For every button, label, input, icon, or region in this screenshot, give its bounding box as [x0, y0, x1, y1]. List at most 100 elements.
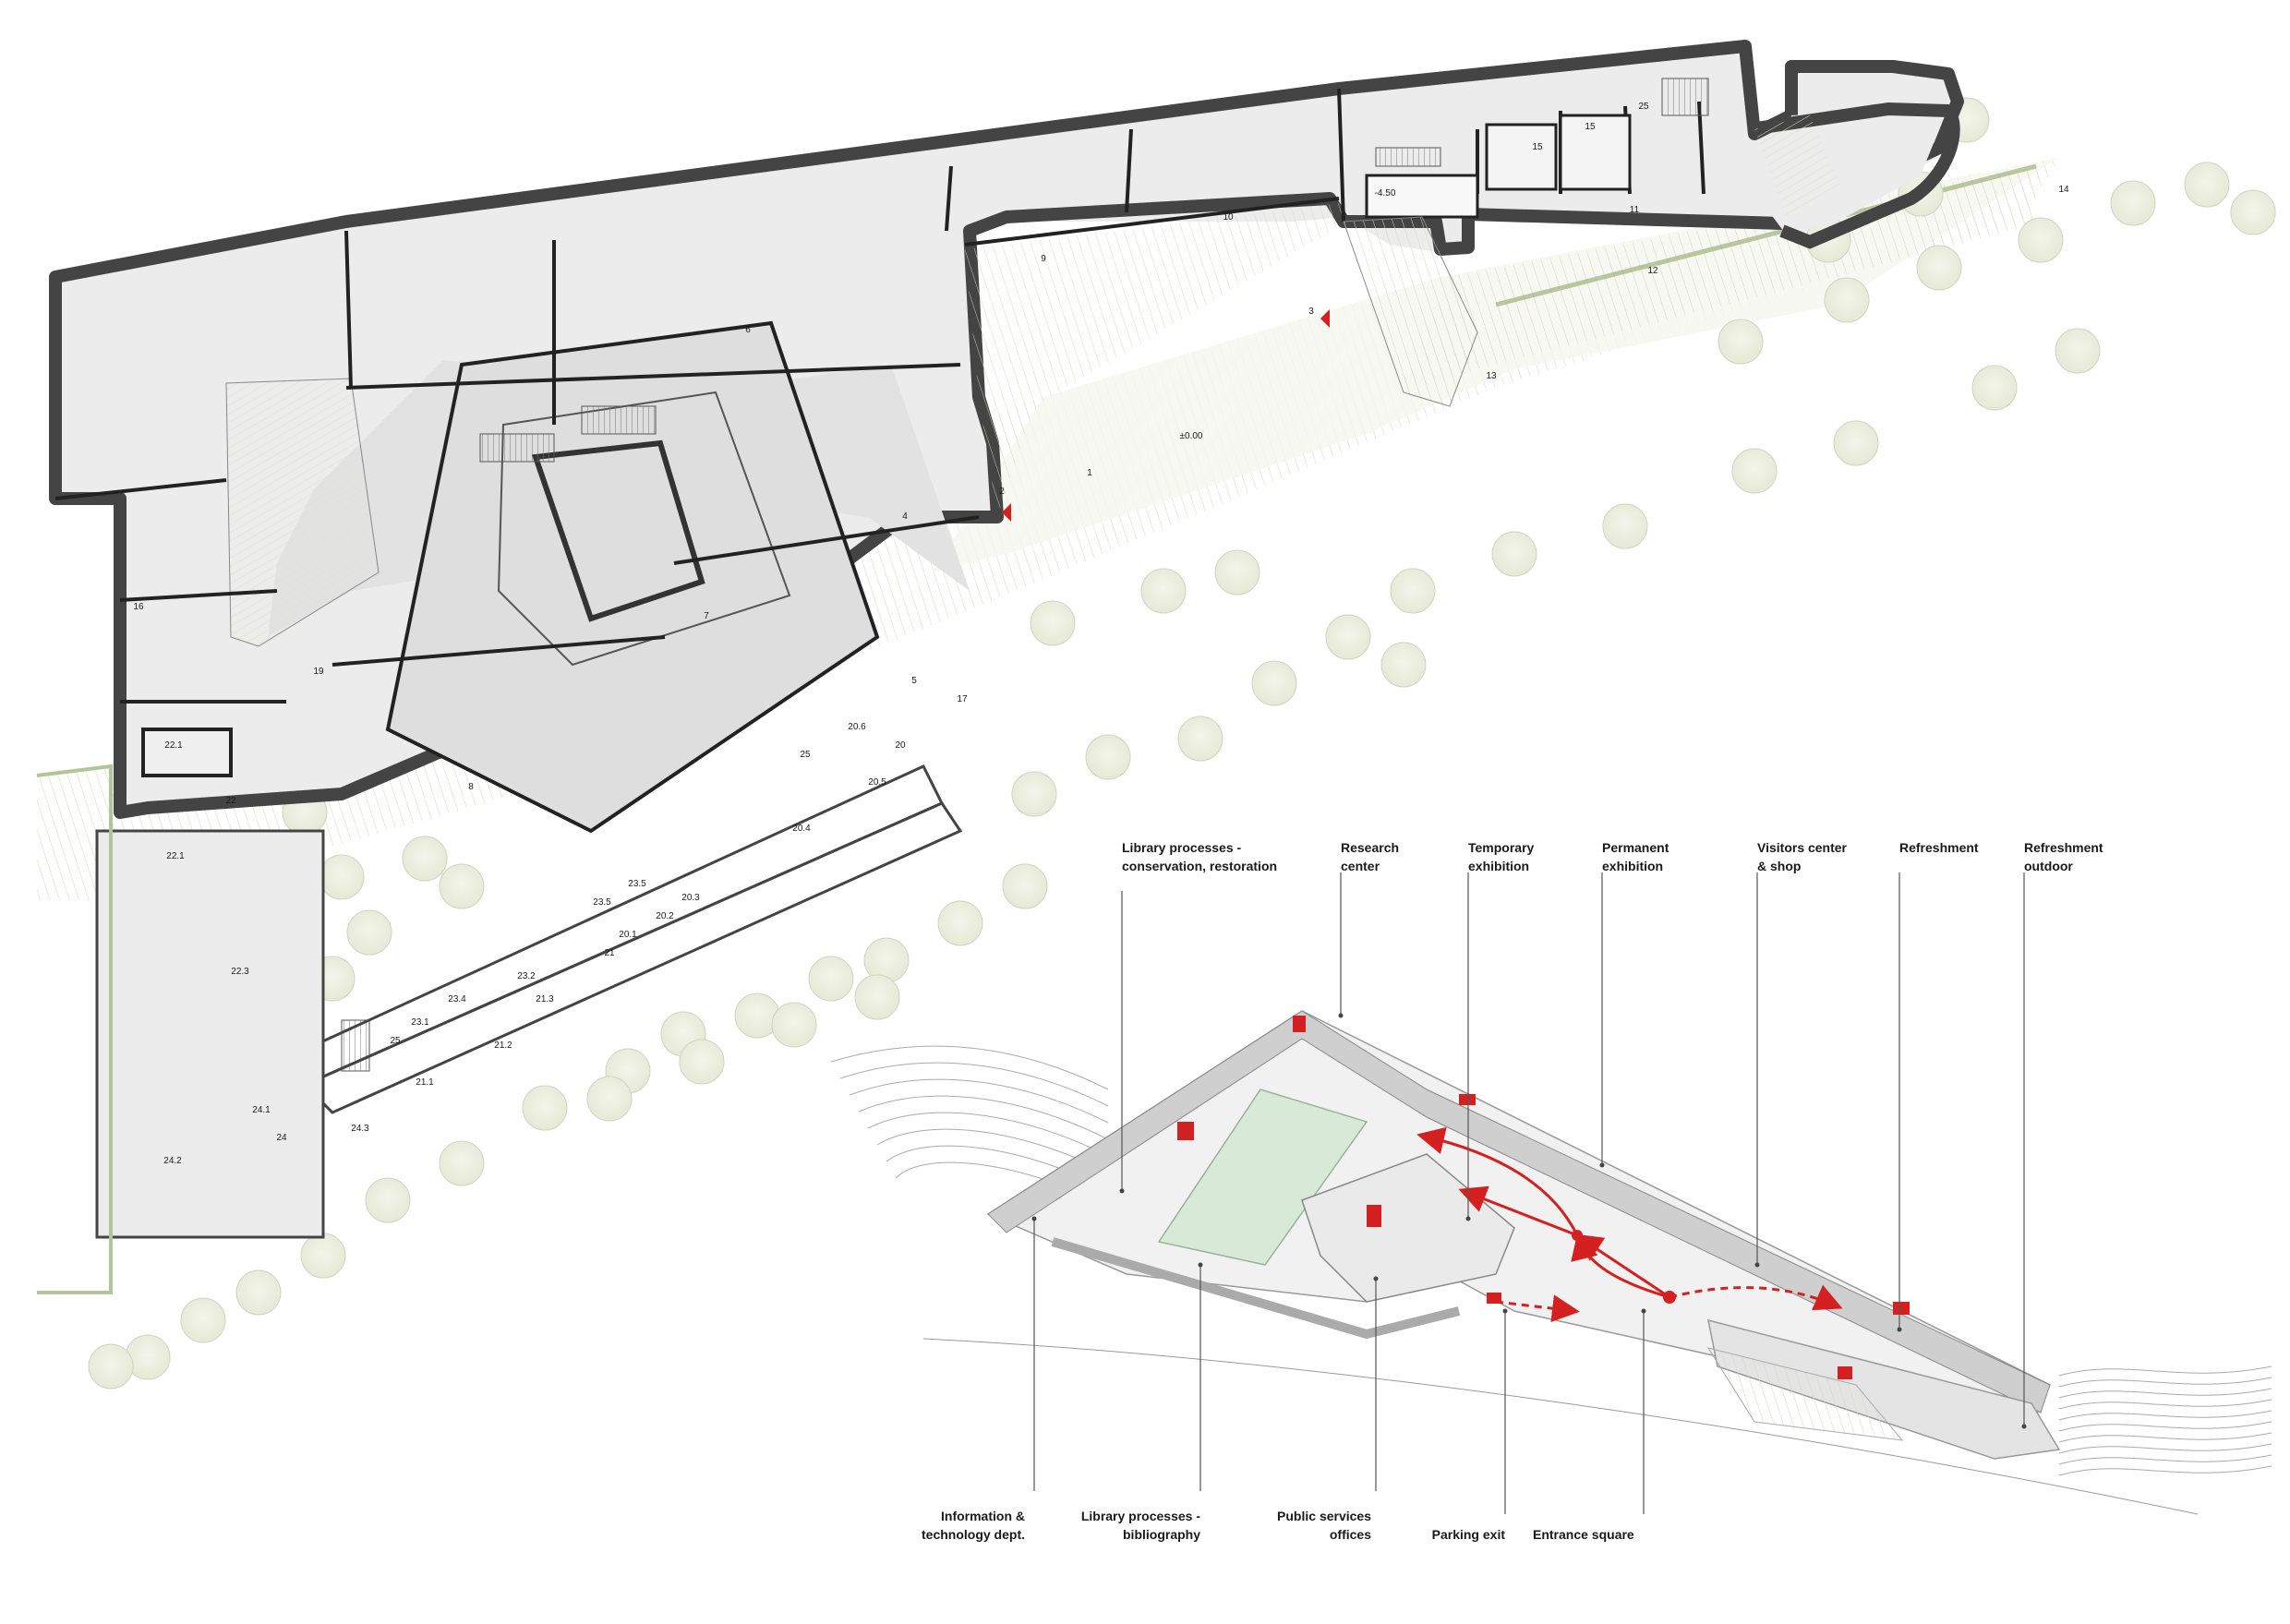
- room-label-r204: 20.4: [792, 824, 811, 834]
- room-label-r6: 6: [745, 325, 751, 335]
- axonometric-diagram: [830, 1010, 2272, 1515]
- tree-icon: [679, 1039, 725, 1085]
- leader-dot: [1502, 1308, 1508, 1314]
- leader-dot: [1031, 1216, 1037, 1221]
- callout-visitors: Visitors center & shop: [1757, 840, 1848, 873]
- room-label-r213: 21.3: [536, 994, 554, 1004]
- callout-research: Research center: [1341, 840, 1400, 873]
- tree-icon: [2110, 180, 2156, 226]
- contour-line: [849, 1078, 1109, 1124]
- tree-icon: [439, 1140, 485, 1186]
- room-label-r21: 21: [604, 948, 615, 958]
- room-label-r15a: 15: [1532, 142, 1543, 152]
- tree-icon: [319, 854, 365, 900]
- contour-line: [867, 1112, 1109, 1157]
- tree-icon: [1971, 365, 2018, 411]
- tree-icon: [771, 1002, 817, 1048]
- room-label-r221b: 22.1: [166, 851, 185, 861]
- leader-dot: [1641, 1308, 1646, 1314]
- tree-icon: [1916, 245, 1962, 291]
- contour-line: [2058, 1410, 2272, 1421]
- contour-line: [858, 1095, 1109, 1140]
- tree-icon: [1731, 448, 1778, 494]
- leader-dot: [1338, 1013, 1344, 1018]
- tree-icon: [937, 900, 983, 946]
- room-label-r12: 12: [1647, 266, 1658, 276]
- leader-dot: [1599, 1162, 1605, 1168]
- room-label-r211: 21.1: [416, 1077, 434, 1088]
- room-label-r9: 9: [1041, 254, 1046, 264]
- room-label-r201: 20.1: [619, 930, 637, 940]
- contour-line: [2058, 1377, 2272, 1388]
- tree-icon: [1011, 771, 1057, 817]
- contour-line: [2058, 1399, 2272, 1410]
- tree-icon: [439, 863, 485, 909]
- room-label-r2: 2: [999, 487, 1005, 497]
- room-label-r234: 23.4: [448, 994, 466, 1004]
- callout-it: Information & technology dept.: [922, 1509, 1025, 1542]
- contour-line: [2058, 1421, 2272, 1432]
- leader-dot: [1373, 1276, 1379, 1281]
- room-label-r17: 17: [957, 694, 968, 704]
- tree-icon: [235, 1269, 282, 1316]
- tree-icon: [2018, 217, 2064, 263]
- tree-icon: [1085, 734, 1131, 780]
- tree-icon: [586, 1076, 633, 1122]
- tree-icon: [2184, 162, 2230, 208]
- contour-line: [2058, 1443, 2272, 1454]
- leader-dot: [1119, 1188, 1125, 1194]
- room-label-r14: 14: [2058, 185, 2069, 195]
- tree-icon: [1390, 568, 1436, 614]
- tree-icon: [1325, 614, 1371, 660]
- callout-parking: Parking exit: [1431, 1527, 1505, 1542]
- tree-icon: [1140, 568, 1187, 614]
- room-label-r1: 1: [1087, 468, 1092, 478]
- leader-dot: [1754, 1262, 1760, 1268]
- leader-dot: [1897, 1327, 1902, 1332]
- room-label-r206: 20.6: [848, 722, 866, 732]
- room-label-r242: 24.2: [163, 1156, 182, 1166]
- tree-icon: [1718, 319, 1764, 365]
- room-label-r212: 21.2: [494, 1041, 512, 1051]
- tree-icon: [2230, 189, 2276, 235]
- room-label-r20: 20: [895, 740, 906, 751]
- leader-dot: [2021, 1424, 2027, 1429]
- callout-public-services: Public services offices: [1277, 1509, 1371, 1542]
- contour-line: [2058, 1365, 2272, 1377]
- room-label-r231: 23.1: [411, 1017, 429, 1028]
- tree-icon: [808, 956, 854, 1002]
- room-label-lvl1: ±0.00: [1180, 431, 1203, 441]
- ground-line: [922, 1338, 2199, 1515]
- room-label-r8: 8: [468, 782, 474, 792]
- tree-icon: [1177, 716, 1223, 762]
- room-label-r22: 22: [225, 796, 236, 806]
- callout-refreshment-outdoor: Refreshment outdoor: [2024, 840, 2103, 873]
- room-label-r203: 20.3: [681, 893, 700, 903]
- tree-icon: [365, 1177, 411, 1223]
- tree-icon: [300, 1233, 346, 1279]
- callout-permanent: Permanent exhibition: [1602, 840, 1669, 873]
- tree-icon: [1824, 277, 1870, 323]
- callout-temporary: Temporary exhibition: [1468, 840, 1535, 873]
- room-label-r232: 23.2: [517, 971, 536, 981]
- room-label-r3: 3: [1308, 307, 1314, 317]
- room-label-r7: 7: [704, 611, 709, 621]
- room-label-r4: 4: [902, 511, 908, 522]
- leader-dot: [1465, 1216, 1471, 1221]
- room-label-r19: 19: [313, 667, 324, 677]
- callout-leaders: [1031, 872, 2027, 1514]
- room-label-r243: 24.3: [351, 1124, 369, 1134]
- room-label-r241: 24.1: [252, 1105, 271, 1115]
- tree-icon: [1380, 642, 1427, 688]
- room-label-r16: 16: [133, 602, 144, 612]
- room-labels: 123456789101112131415151617192020.120.22…: [133, 102, 2069, 1166]
- tree-icon: [346, 909, 392, 956]
- contour-line: [2058, 1388, 2272, 1399]
- contour-line: [2058, 1454, 2272, 1465]
- room-label-r24: 24: [276, 1133, 287, 1143]
- room-label-r25a: 25: [390, 1036, 401, 1046]
- room-label-r25b: 25: [800, 750, 811, 760]
- contour-lines: [830, 1045, 2272, 1515]
